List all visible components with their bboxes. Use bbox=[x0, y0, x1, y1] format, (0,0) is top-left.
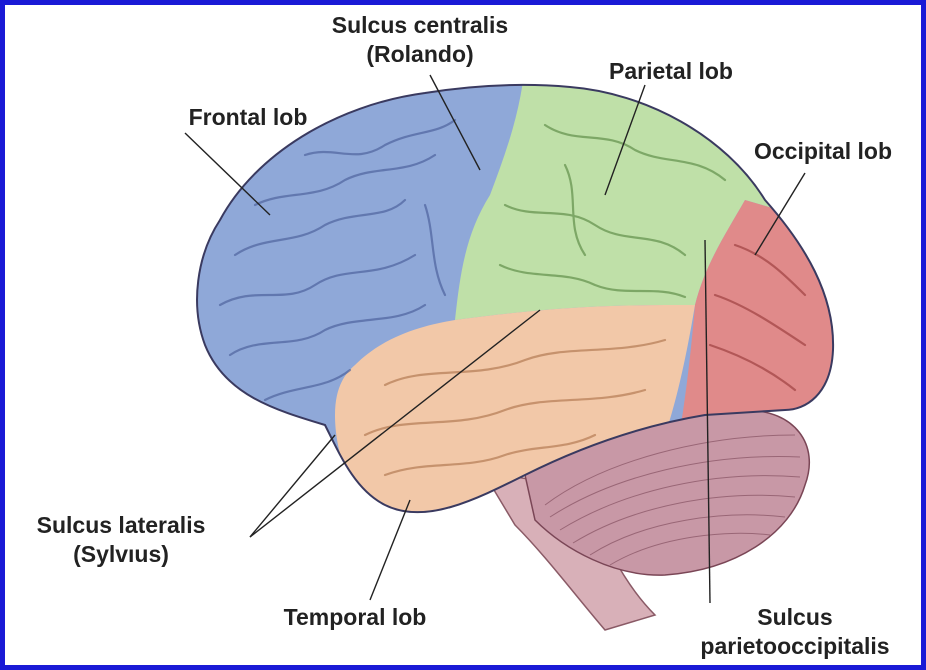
label-sulcus-lateralis-line1: Sulcus lateralis bbox=[11, 511, 231, 540]
label-parietooccipitalis-line1: Sulcus bbox=[665, 603, 925, 632]
label-temporal-lob: Temporal lob bbox=[245, 603, 465, 632]
label-sulcus-parietooccipitalis: Sulcus parietooccipitalis bbox=[665, 603, 925, 661]
label-sulcus-lateralis: Sulcus lateralis (Sylvıus) bbox=[11, 511, 231, 569]
label-frontal-lob: Frontal lob bbox=[153, 103, 343, 132]
label-parietooccipitalis-line2: parietooccipitalis bbox=[665, 632, 925, 661]
label-parietal-lob: Parietal lob bbox=[571, 57, 771, 86]
leader-lateralis-2 bbox=[250, 435, 335, 537]
label-occipital-lob: Occipital lob bbox=[723, 137, 923, 166]
leader-temporal bbox=[370, 500, 410, 600]
label-sulcus-centralis-line1: Sulcus centralis bbox=[305, 11, 535, 40]
label-sulcus-lateralis-line2: (Sylvıus) bbox=[11, 540, 231, 569]
label-sulcus-centralis-line2: (Rolando) bbox=[305, 40, 535, 69]
label-sulcus-centralis: Sulcus centralis (Rolando) bbox=[305, 11, 535, 69]
